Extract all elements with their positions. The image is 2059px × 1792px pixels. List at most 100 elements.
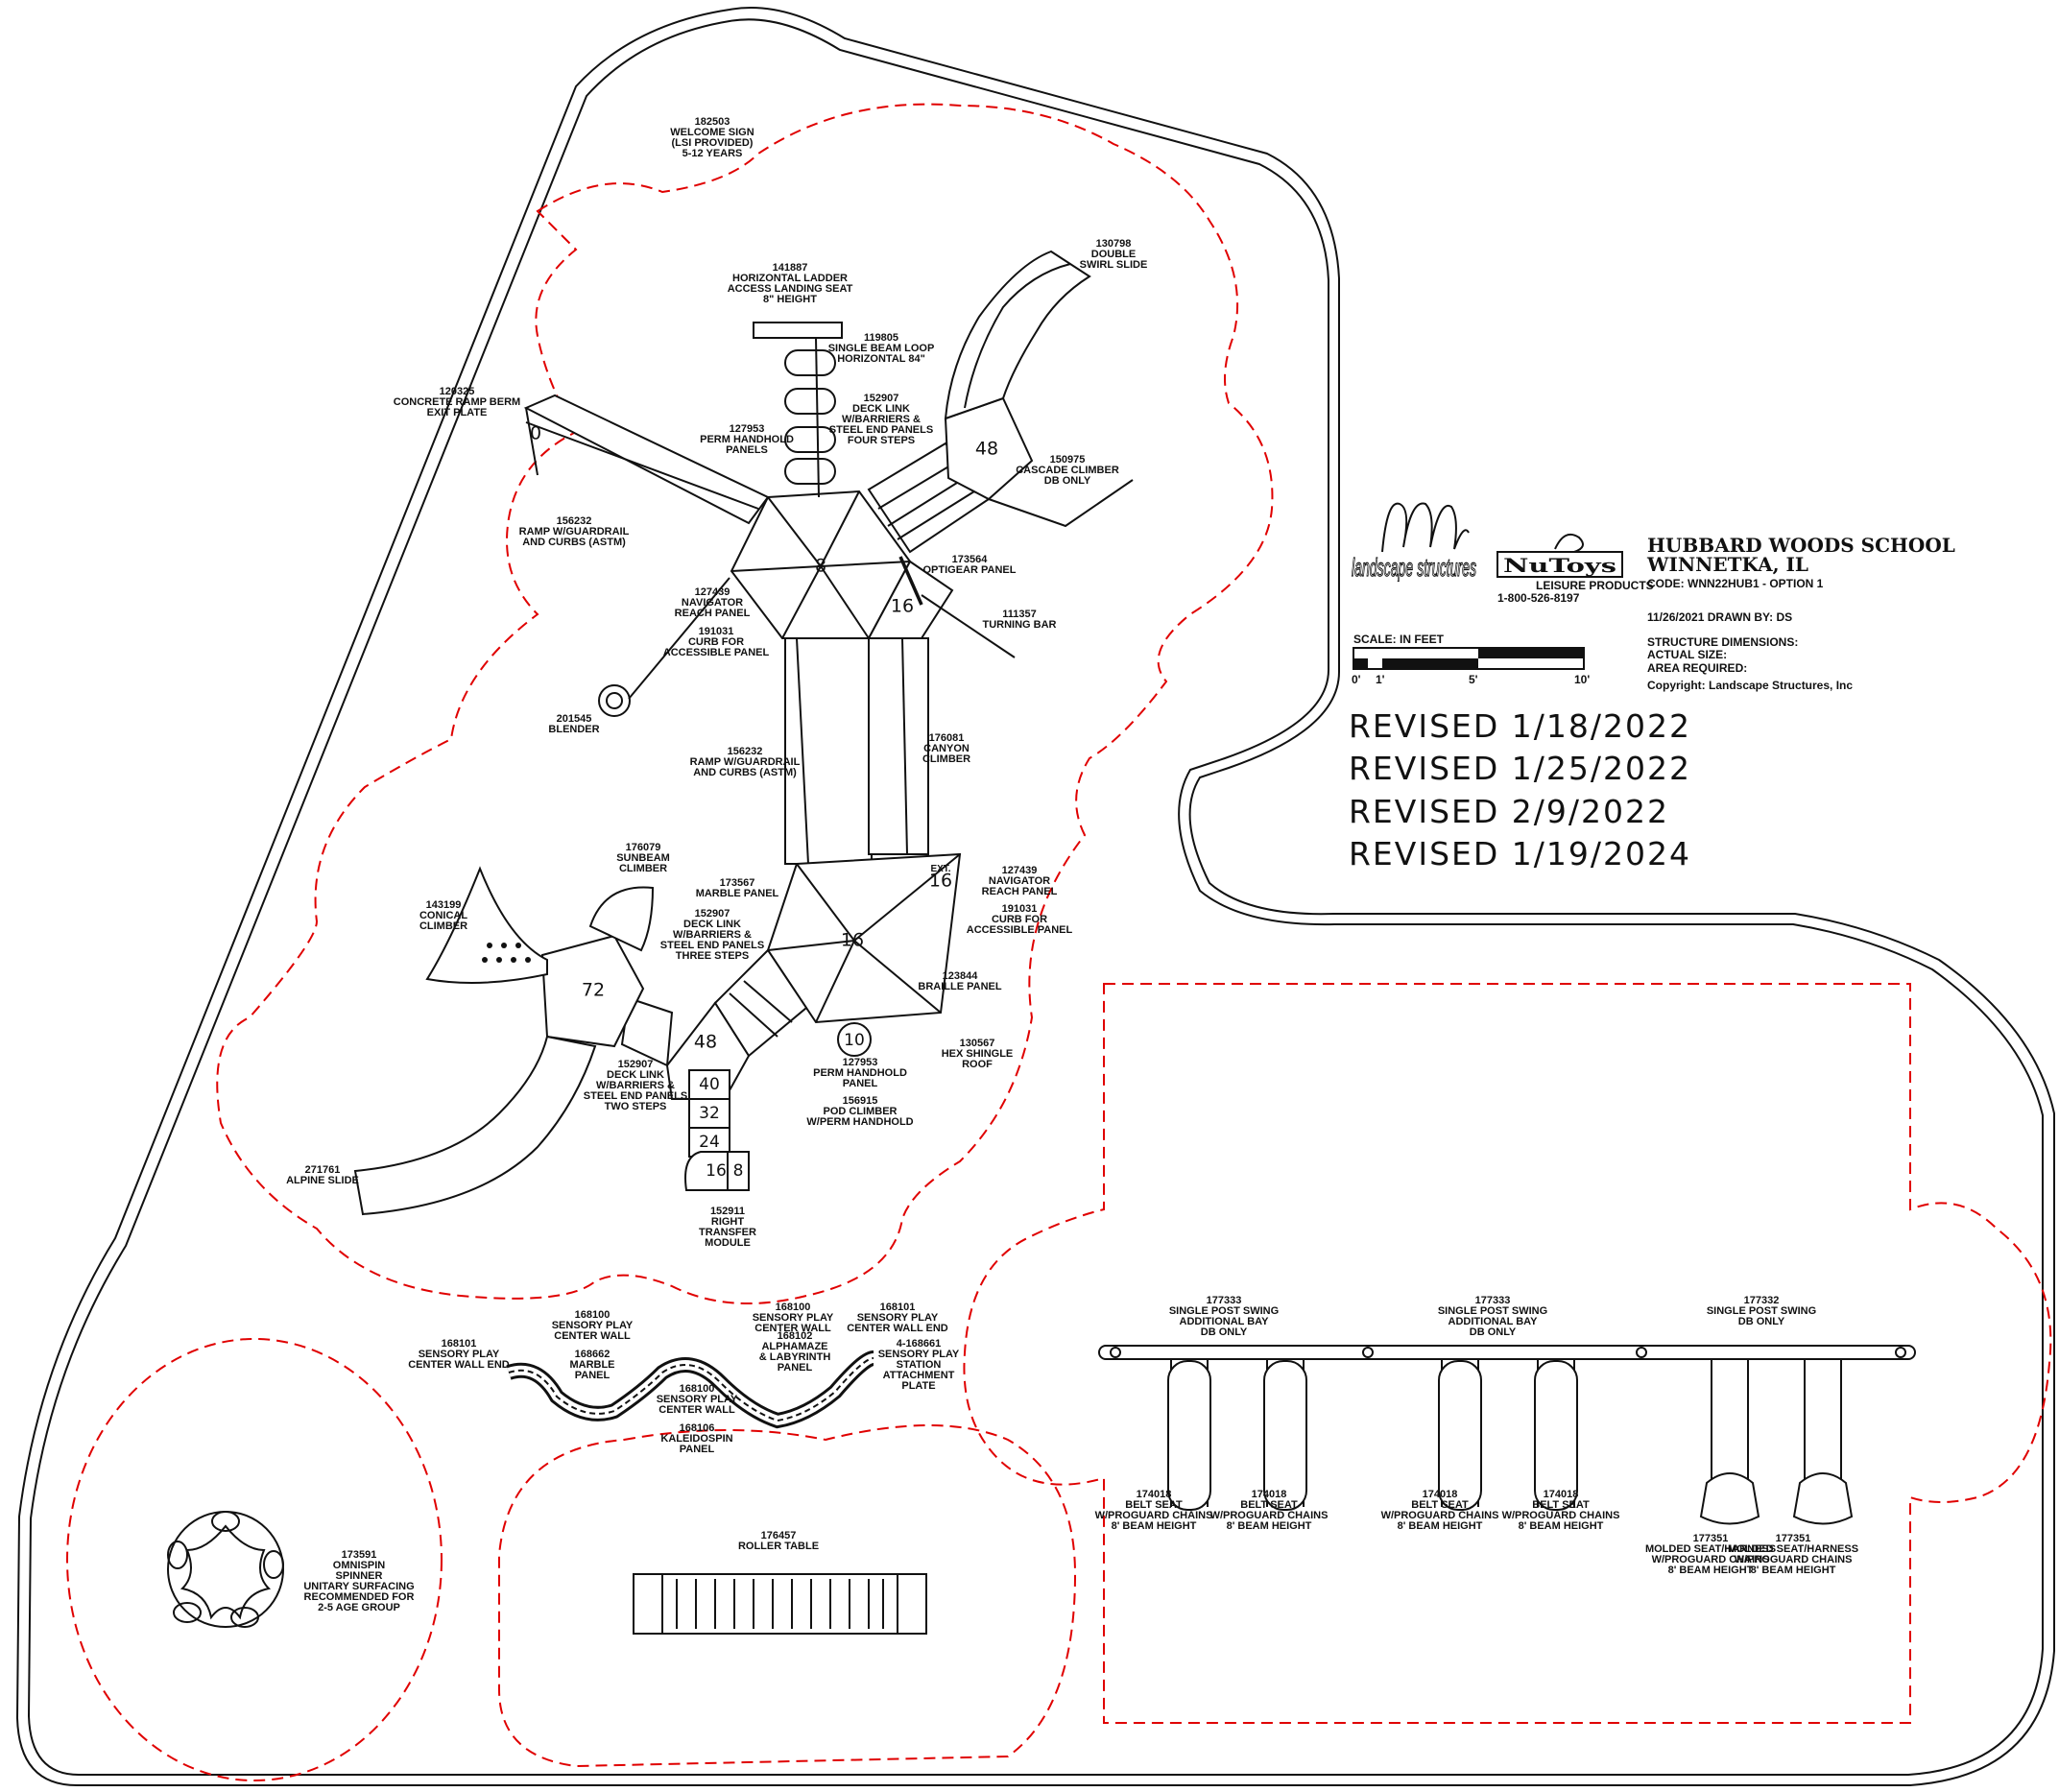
step-40-number: 40	[699, 1075, 720, 1094]
callout-line: HORIZONTAL LADDER	[732, 273, 848, 284]
step-24-number: 24	[699, 1133, 720, 1152]
callout-line: 271761	[305, 1164, 341, 1176]
deck-72-number: 72	[582, 980, 605, 1001]
callout-line: CASCADE CLIMBER	[1016, 465, 1119, 476]
callout-line: UNITARY SURFACING	[303, 1581, 414, 1592]
transfer-module	[684, 1151, 729, 1191]
scale-tick-10: 10'	[1574, 673, 1590, 686]
callout-line: PERM HANDHOLD	[813, 1067, 907, 1079]
callout-line: SINGLE POST SWING	[1169, 1305, 1279, 1317]
callout-line: SUNBEAM	[616, 852, 670, 864]
callout-line: TWO STEPS	[605, 1101, 667, 1112]
callout-line: 168102	[778, 1330, 813, 1342]
callout-line: SENSORY PLAY	[878, 1349, 960, 1360]
callout-line: 8' BEAM HEIGHT	[1519, 1520, 1604, 1532]
callout-line: PANEL	[843, 1078, 878, 1089]
callout-line: KALEIDOSPIN	[660, 1433, 732, 1445]
partner-phone: 1-800-526-8197	[1497, 591, 1580, 605]
callout-line: 4-168661	[897, 1338, 942, 1350]
callout-line: HEX SHINGLE	[942, 1048, 1014, 1060]
callout-line: CONICAL	[419, 910, 467, 921]
deck-48-top-number: 48	[975, 439, 998, 460]
project-location: WINNETKA, IL	[1646, 553, 1808, 576]
callout-line: 176457	[761, 1530, 797, 1541]
callout-line: RIGHT	[711, 1216, 745, 1228]
callout-line: DB ONLY	[1044, 475, 1091, 487]
callout-line: 177351	[1776, 1533, 1811, 1544]
callout-line: STEEL END PANELS	[660, 940, 764, 951]
callout-line: DECK LINK	[852, 403, 910, 415]
callout-line: DB ONLY	[1738, 1316, 1785, 1327]
ext-16-number: 16	[929, 871, 952, 892]
partner-logo: NuToys	[1503, 554, 1616, 577]
callout-line: ADDITIONAL BAY	[1180, 1316, 1270, 1327]
callout-line: W/PROGUARD CHAINS	[1652, 1554, 1770, 1565]
callout-line: 156232	[557, 515, 592, 527]
callout-line: CENTER WALL END	[847, 1323, 948, 1334]
callout-line: 182503	[695, 116, 730, 128]
callout-line: 156232	[728, 746, 763, 757]
callout-line: DECK LINK	[683, 919, 741, 930]
callout-line: 8' BEAM HEIGHT	[1398, 1520, 1483, 1532]
company-logo: landscape structures	[1352, 553, 1476, 582]
callout-line: STEEL END PANELS	[829, 424, 933, 436]
callout-line: SINGLE POST SWING	[1438, 1305, 1547, 1317]
actual-size: ACTUAL SIZE:	[1647, 648, 1727, 661]
callout-line: CENTER WALL	[554, 1330, 631, 1342]
callout-line: 8' BEAM HEIGHT	[1227, 1520, 1312, 1532]
callout-line: 8" HEIGHT	[763, 294, 817, 305]
callout-line: CURB FOR	[688, 636, 744, 648]
callout-line: W/PERM HANDHOLD	[806, 1116, 913, 1128]
callout-line: 177333	[1207, 1295, 1242, 1306]
callout-line: CLIMBER	[922, 753, 970, 765]
callout-line: 168101	[880, 1302, 916, 1313]
partner-logo-icon	[1554, 534, 1584, 553]
callout-line: 130798	[1096, 238, 1132, 250]
callout-line: 173564	[952, 554, 989, 565]
hex-deck-middle	[766, 852, 962, 1024]
callout-line: NAVIGATOR	[682, 597, 743, 609]
callout-line: 8' BEAM HEIGHT	[1751, 1565, 1836, 1576]
callout-line: PANEL	[778, 1362, 813, 1374]
swing-use-zone	[963, 983, 2052, 1724]
callout-line: 191031	[699, 626, 734, 637]
sunbeam-climber	[588, 886, 655, 952]
callout-line: REACH PANEL	[982, 886, 1058, 897]
callout-line: EXIT PLATE	[427, 407, 488, 418]
callout-line: 168662	[575, 1349, 611, 1360]
callout-line: ROOF	[962, 1059, 993, 1070]
canyon-climber	[868, 637, 929, 855]
hex-middle-number: 16	[841, 930, 864, 951]
callout-line: 176081	[929, 732, 965, 744]
callout-line: SENSORY PLAY	[753, 1312, 834, 1324]
project-name: HUBBARD WOODS SCHOOL	[1647, 534, 1955, 557]
alpine-slide	[353, 1035, 597, 1216]
revision-4: REVISED 1/19/2024	[1349, 835, 1691, 872]
double-swirl-slide	[944, 250, 1091, 420]
callout-line: 168100	[575, 1309, 611, 1321]
callout-line: ATTACHMENT	[883, 1370, 955, 1381]
callout-line: PERM HANDHOLD	[700, 434, 794, 445]
callout-line: 168100	[776, 1302, 811, 1313]
callout-line: MODULE	[705, 1237, 751, 1249]
callout-line: ACCESSIBLE PANEL	[967, 924, 1073, 936]
callout-line: ALPHAMAZE	[761, 1341, 827, 1352]
callout-line: OPTIGEAR PANEL	[923, 564, 1017, 576]
